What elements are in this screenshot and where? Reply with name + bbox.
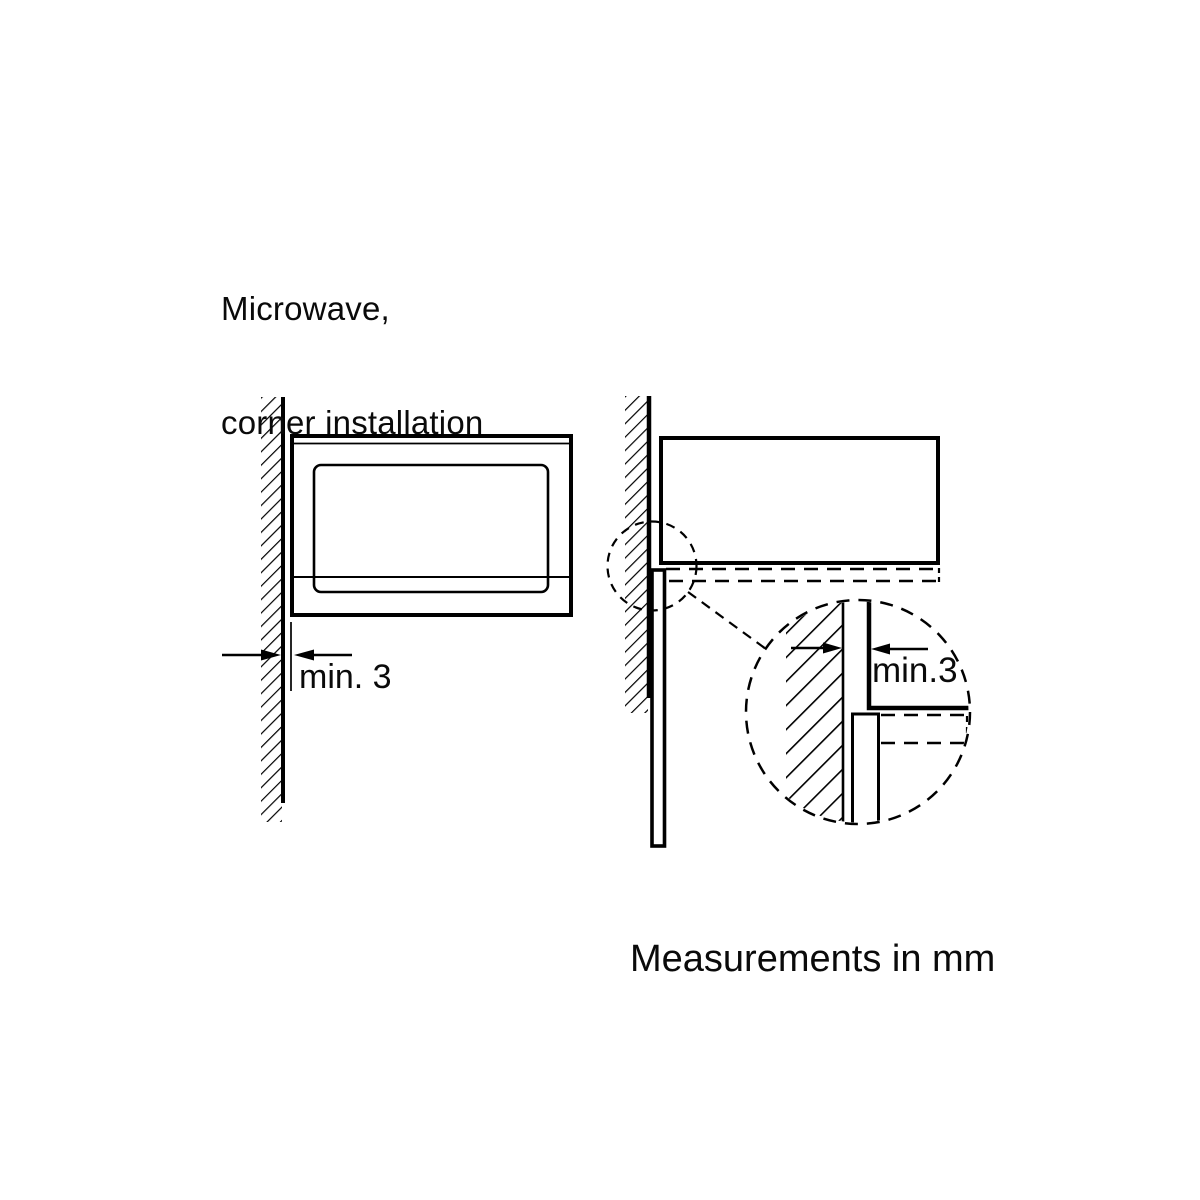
- detail-leader-line: [687, 591, 767, 650]
- measurements-note: Measurements in mm: [630, 938, 996, 980]
- detail-arrow-to-wall: [791, 642, 842, 654]
- dim-arrow-left: [222, 649, 281, 661]
- detail-door-edge: [851, 712, 880, 823]
- front-view: [222, 397, 573, 822]
- detail-source-circle: [606, 520, 698, 612]
- title-line-2: corner installation: [221, 404, 484, 441]
- detail-view: [744, 598, 972, 826]
- detail-wall-hatch: [786, 601, 843, 823]
- open-door: [650, 568, 667, 848]
- detail-gap-label: min.3: [872, 651, 958, 690]
- wall-hatch-top-view: [625, 396, 648, 713]
- top-view: [606, 396, 941, 848]
- appliance-top-view: [659, 436, 940, 565]
- front-gap-label: min. 3: [299, 658, 392, 696]
- dim-arrow-right: [294, 649, 352, 661]
- wall-hatch: [261, 397, 282, 822]
- detail-corner-outline: [866, 601, 969, 711]
- microwave-door: [312, 463, 550, 594]
- title-line-1: Microwave,: [221, 290, 390, 327]
- diagram-title: Microwave, corner installation: [221, 214, 483, 518]
- detail-arrow-to-appliance: [871, 643, 928, 655]
